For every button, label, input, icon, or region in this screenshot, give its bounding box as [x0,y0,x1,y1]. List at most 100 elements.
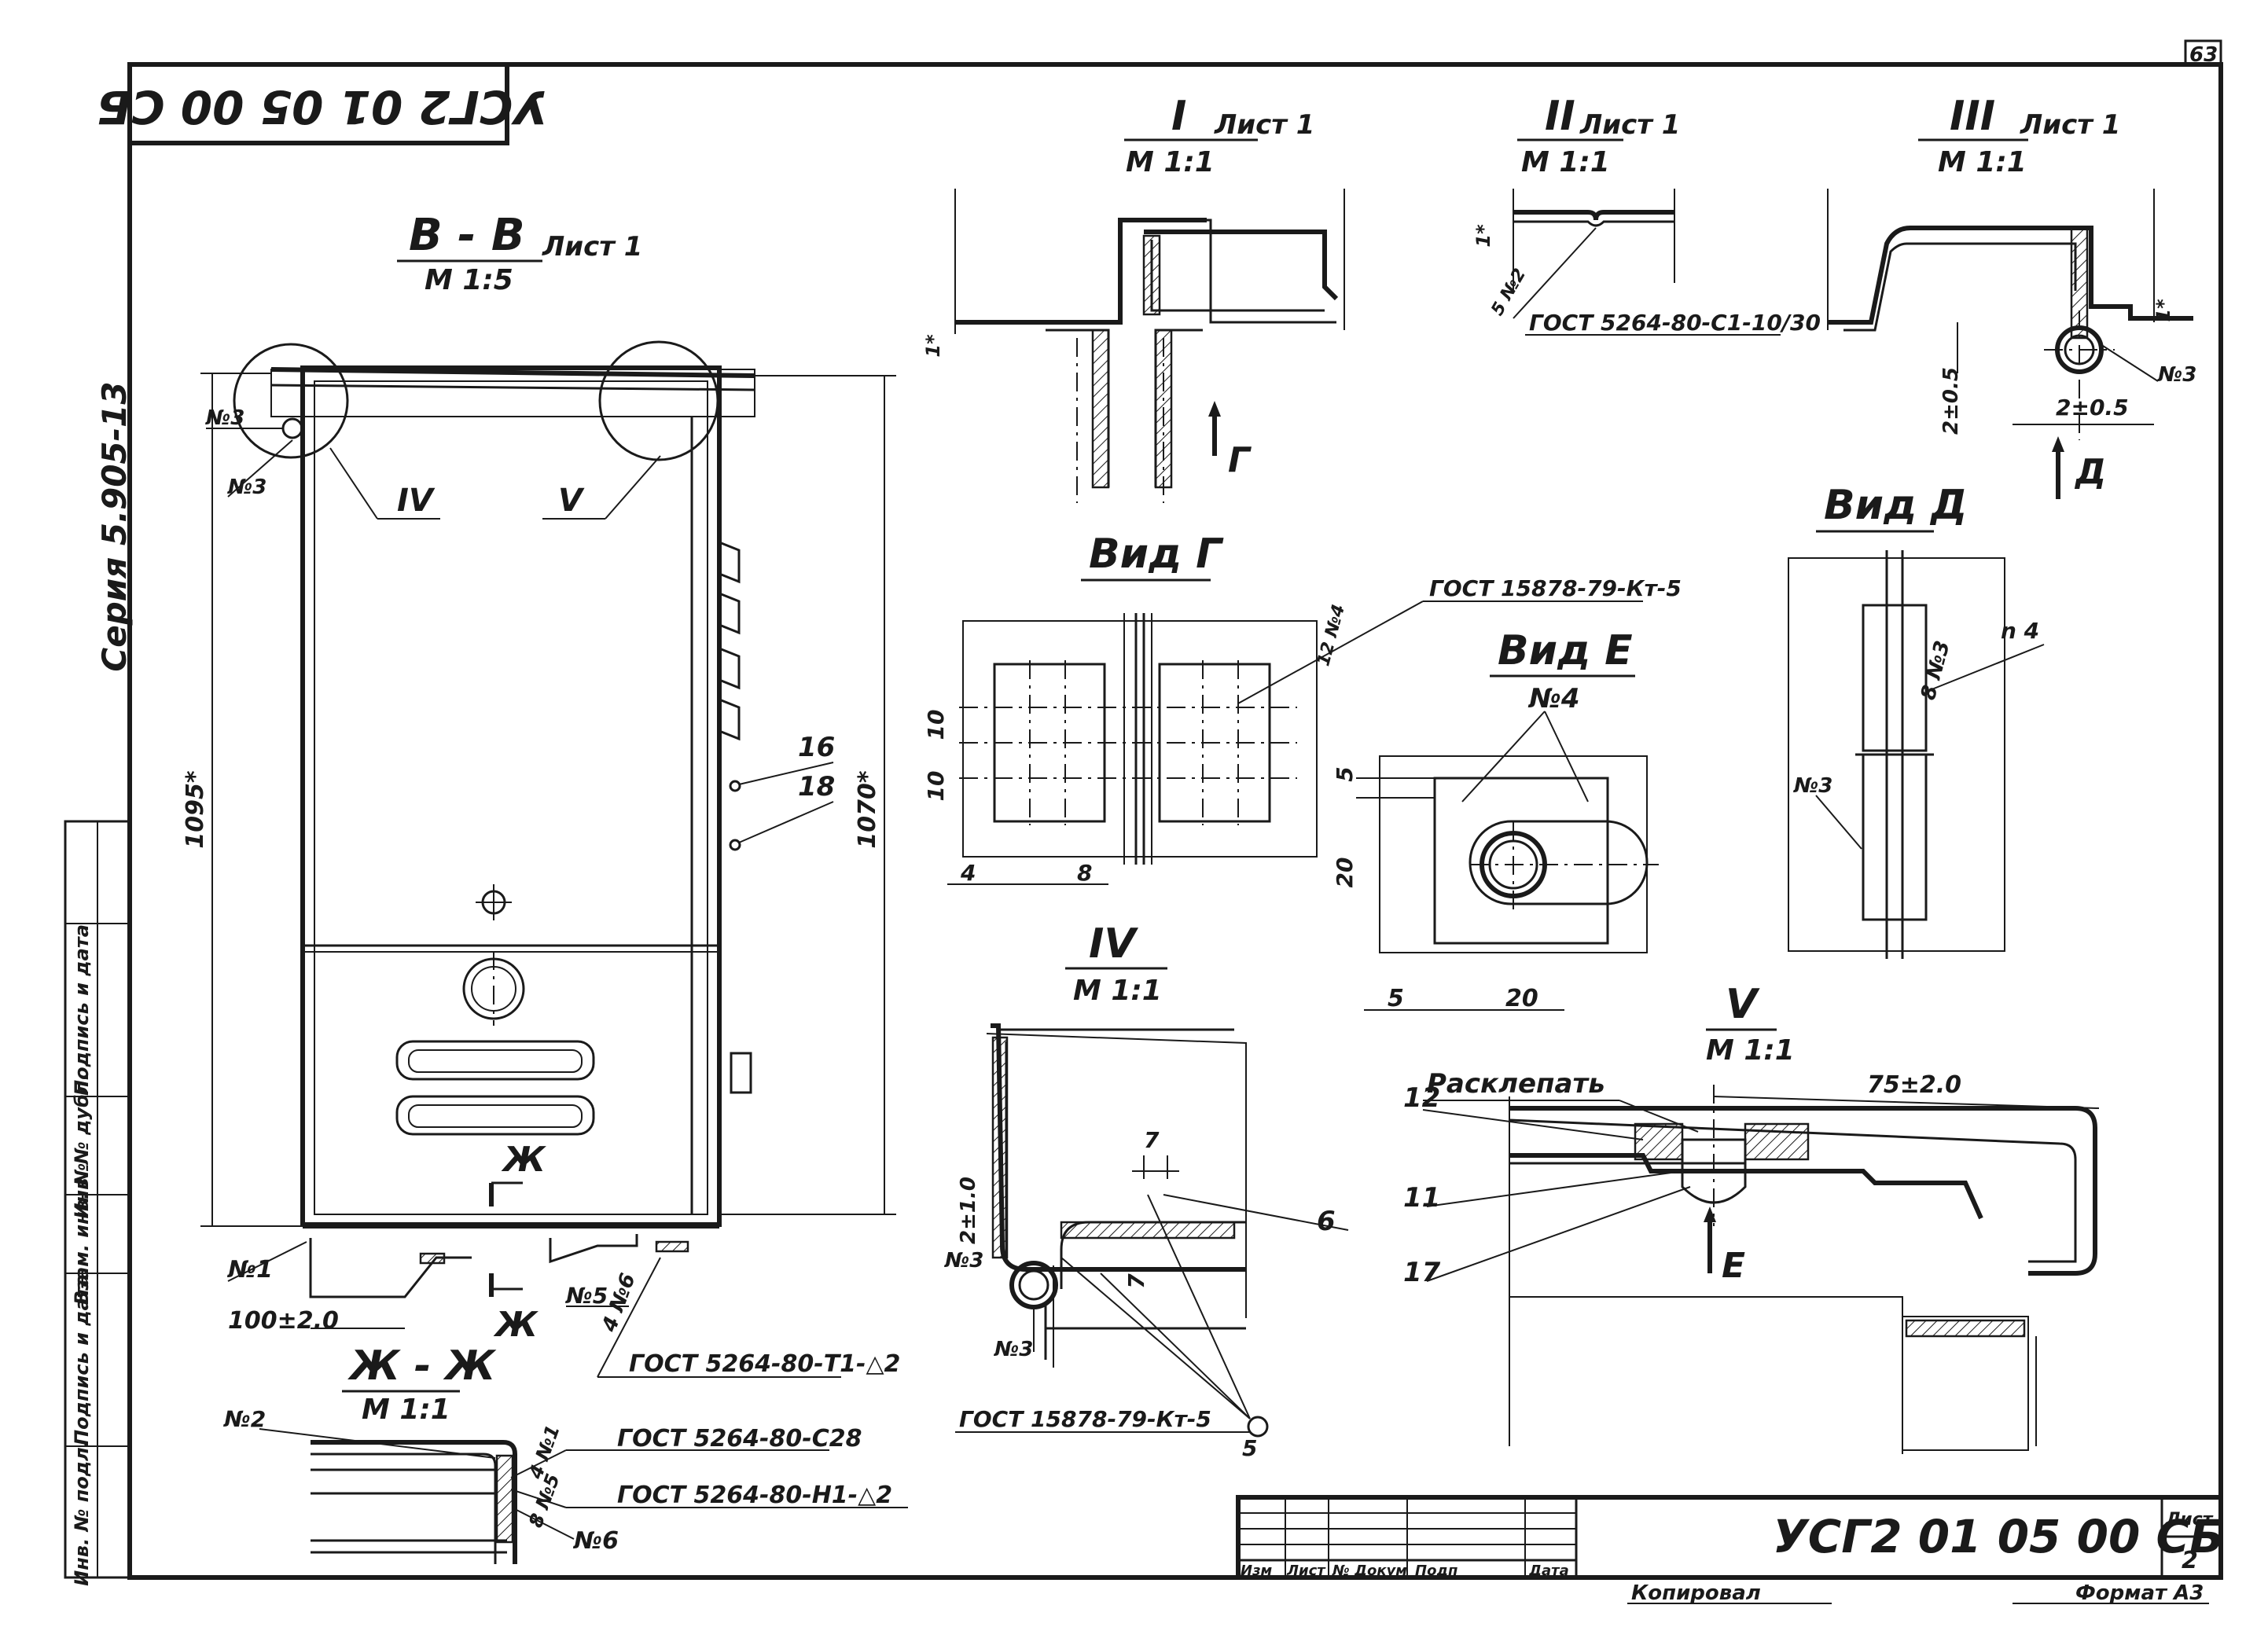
v4-dim-7b: 7 [1123,1273,1149,1289]
view-d-title: Вид Д [1824,482,1967,529]
gost-c28: ГОСТ 5264-80-С28 [617,1425,862,1453]
arrow-zh-lower: Ж [493,1305,539,1345]
view-zh-scale: М 1:1 [362,1394,450,1426]
view-1-sheet: Лист 1 [1214,109,1314,141]
tb-format: Формат А3 [2075,1581,2204,1605]
doc-code-stamp-text: УСГ2 01 05 00 СБ [97,80,548,134]
arrow-zh-upper: Ж [501,1140,546,1180]
view-5-scale: М 1:1 [1706,1034,1795,1067]
tb-col-data: Дата [1528,1563,1569,1579]
stamp-inv-podl: Инв. № подл. [71,1440,93,1586]
view-bb: В - В М 1:5 Лист 1 [182,210,900,1378]
view-d: Вид Д 8 №3 n 4 №3 [1788,482,2045,959]
bb-pos-18: 18 [798,771,835,802]
dim-100: 100±2.0 [228,1307,339,1335]
side-stamp: Инв. № подл. Подпись и дата Взам. инв. №… [64,820,131,1586]
stamp-signature-date-2: Подпись и дата [71,924,93,1096]
v4-pos-3b: №3 [994,1338,1033,1361]
stamp-vzam-inv: Взам. инв. № [71,1163,93,1305]
view-1-scale: М 1:1 [1126,146,1215,178]
view-3-sheet: Лист 1 [2020,109,2120,141]
arrow-d-label: Д [2074,452,2106,492]
tb-sheet-number: 2 [2182,1547,2198,1574]
v3-dim-2b: 2±0.5 [2056,395,2129,421]
circle-v-label: V [558,483,585,519]
dim-1070: 1070* [854,770,881,848]
sheet-corner-number: 63 [2189,43,2218,67]
bb-pos-5: №5 [564,1283,608,1309]
tb-col-podp: Подп [1415,1563,1457,1579]
view-bb-title: В - В [409,210,525,261]
v4-dim-2-10: 2±1.0 [957,1177,980,1244]
view-4-scale: М 1:1 [1073,975,1162,1007]
view-e-title: Вид Е [1498,627,1633,674]
stamp-signature-date-1: Подпись и дата [71,1274,93,1445]
v2-dim-1: 1* [1472,224,1494,248]
view-3-title: III [1950,93,1995,140]
arrow-g-label: Г [1228,440,1252,480]
vg-dim-10b: 10 [923,771,949,802]
arrow-e-label: Е [1722,1246,1745,1286]
vd-weld-8n3: 8 №3 [1917,638,1955,703]
v2-weld-5n2: 5 №2 [1487,265,1530,319]
view-g-title: Вид Г [1089,531,1224,578]
vg-dim-8: 8 [1077,860,1092,886]
ve-dim-20h: 20 [1505,985,1538,1012]
view-4: IV М 1:1 7 7 2±1.0 №3 №3 6 5 ГОСТ 15878-… [944,920,1349,1461]
view-3: III М 1:1 Лист 1 2±0.5 2±0.5 1* №3 Д [1827,93,2196,499]
v4-pos-3a: №3 [944,1249,983,1273]
tb-col-dokum: № Докум [1332,1563,1407,1579]
vd-pos-3: №3 [1793,774,1832,798]
v3-pos-3: №3 [2157,363,2196,387]
view-5: V М 1:1 Расклепать Е 75±2.0 12 11 17 [1403,981,2100,1454]
v4-callout-5: 5 [1242,1435,1257,1461]
v4-pos-6: 6 [1317,1206,1336,1237]
view-bb-sheet: Лист 1 [542,231,642,263]
ve-dim-20: 20 [1332,858,1358,888]
dim-1095: 1095* [182,770,209,848]
doc-code-stamp: УСГ2 01 05 00 СБ [97,62,548,145]
view-4-title: IV [1089,920,1138,968]
v4-dim-7a: 7 [1144,1127,1160,1153]
v5-pos-17: 17 [1403,1257,1441,1288]
ve-pos-4: №4 [1527,683,1580,714]
circle-iv-label: IV [397,483,436,519]
stamp-inv-dubl: Инв. № дубл. [71,1073,93,1218]
zh-pos-6: №6 [572,1527,619,1555]
view-2-title: II [1545,93,1575,140]
tb-sheet-label: Лист [2165,1510,2214,1530]
ve-dim-5: 5 [1332,766,1358,781]
tb-copied-by: Копировал [1631,1581,1761,1605]
v3-dim-1: 1* [2152,299,2174,322]
gost-h1: ГОСТ 5264-80-Н1-△2 [617,1482,892,1509]
title-block: Изм Лист № Докум Подп Дата УСГ2 01 05 00… [1236,1495,2224,1605]
view-zh-title: Ж - Ж [347,1342,496,1390]
ve-dim-5h: 5 [1388,985,1404,1012]
view-5-title: V [1726,981,1760,1028]
gost-c1: ГОСТ 5264-80-С1-10/30 [1529,310,1821,336]
view-2-scale: М 1:1 [1521,146,1610,178]
gost-gmt: ГОСТ 15878-79-Кт-5 [1429,575,1682,601]
bb-pos-3a: №3 [205,406,244,430]
series-label: Серия 5.905-13 [95,381,134,671]
v5-dim-75: 75±2.0 [1867,1071,1961,1099]
bb-pos-16: 16 [798,732,835,763]
view-2: II М 1:1 Лист 1 1* 5 №2 ГОСТ 5264-80-С1-… [1472,93,1821,336]
vd-weld-n4: n 4 [2001,618,2039,644]
tb-designation: УСГ2 01 05 00 СБ [1773,1510,2224,1563]
v5-pos-11: 11 [1403,1182,1440,1214]
view-bb-scale: М 1:5 [425,264,513,296]
vg-dim-10a: 10 [923,710,949,740]
v1-dim-1: 1* [922,334,944,358]
gost-t1: ГОСТ 5264-80-Т1-△2 [629,1350,900,1378]
view-e: Вид Е №4 5 20 5 20 [1332,627,1659,1012]
vg-dim-4: 4 [960,860,976,886]
view-3-scale: М 1:1 [1938,146,2027,178]
zh-pos-2: №2 [222,1406,266,1432]
tb-col-izm: Изм [1241,1563,1273,1579]
view-1-title: I [1171,93,1186,140]
v5-pos-12: 12 [1403,1082,1440,1114]
view-2-sheet: Лист 1 [1579,109,1680,141]
